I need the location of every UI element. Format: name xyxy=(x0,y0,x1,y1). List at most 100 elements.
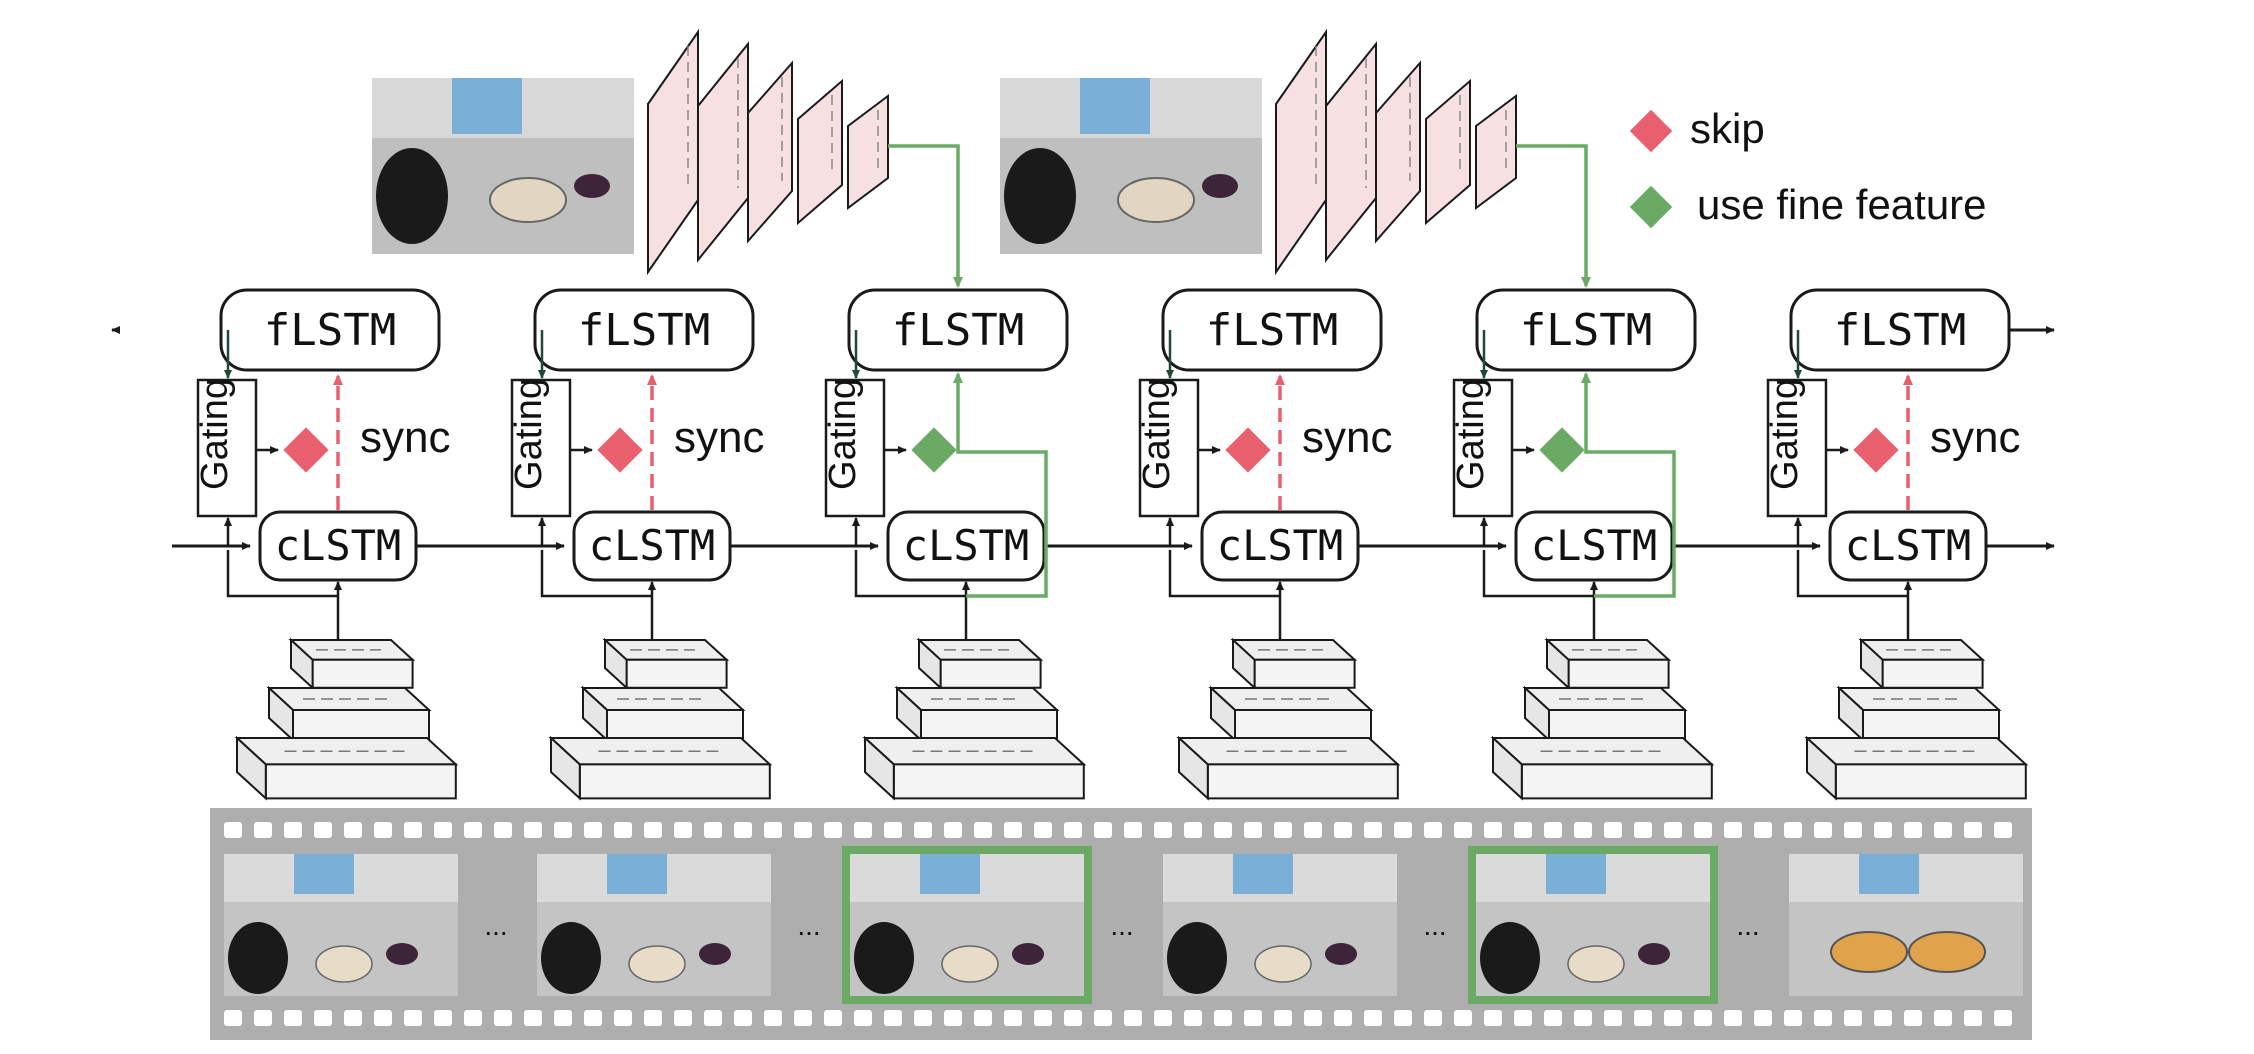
film-perforation xyxy=(884,822,902,838)
film-perforation xyxy=(1724,1010,1742,1026)
skip-marker xyxy=(597,427,643,473)
fine-input-thumbnail xyxy=(372,78,634,254)
coarse-cnn-slab-small xyxy=(1230,637,1358,691)
fine-cnn-group xyxy=(372,28,1591,288)
film-perforation xyxy=(1664,822,1682,838)
film-frame xyxy=(1468,846,1718,1004)
film-perforation xyxy=(1604,1010,1622,1026)
coarse-cnn-slab-medium xyxy=(1208,685,1374,743)
film-perforation xyxy=(1754,822,1772,838)
frame-ellipsis: ... xyxy=(484,910,507,941)
film-perforation xyxy=(1874,822,1892,838)
film-perforation xyxy=(944,822,962,838)
film-frame xyxy=(1163,854,1397,996)
film-perforation xyxy=(314,1010,332,1026)
film-perforation xyxy=(644,1010,662,1026)
film-perforation xyxy=(254,1010,272,1026)
coarse-loop-line xyxy=(1482,550,1594,598)
gating-label: Gating xyxy=(194,378,236,490)
film-perforation xyxy=(434,822,452,838)
film-perforation xyxy=(674,822,692,838)
film-perforation xyxy=(1694,1010,1712,1026)
film-perforation xyxy=(1514,1010,1532,1026)
film-perforation xyxy=(1994,822,2012,838)
fine-lstm-box xyxy=(219,288,441,372)
selected-frame-border xyxy=(842,846,1092,1004)
coarse-cnn-slab-small xyxy=(602,637,730,691)
thumbnail-mixer xyxy=(1004,148,1076,244)
coarse-cnn-slab-large xyxy=(1490,735,1715,801)
coarse-cnn-slab-large xyxy=(548,735,773,801)
coarse-lstm-box xyxy=(1514,510,1674,582)
film-perforation xyxy=(1484,1010,1502,1026)
film-perforation xyxy=(1934,1010,1952,1026)
fine-legend-icon xyxy=(1629,185,1673,229)
coarse-lstm-label: cLSTM xyxy=(1217,521,1343,570)
film-perforation xyxy=(344,822,362,838)
film-perforation xyxy=(764,822,782,838)
film-perforation xyxy=(1034,1010,1052,1026)
film-perforation xyxy=(1574,1010,1592,1026)
fine-state-path xyxy=(953,372,1048,598)
fine-lstm-box xyxy=(1789,288,2011,372)
frame-ellipsis: ... xyxy=(1423,910,1446,941)
film-frame xyxy=(537,854,771,996)
film-perforation xyxy=(1214,1010,1232,1026)
film-perforation xyxy=(884,1010,902,1026)
gating-box xyxy=(1138,378,1200,518)
film-perforation xyxy=(1304,822,1322,838)
film-perforation xyxy=(1904,1010,1922,1026)
film-perforation xyxy=(974,822,992,838)
film-perforation xyxy=(224,822,242,838)
fine-lstm-label: fLSTM xyxy=(1520,305,1652,356)
film-perforation xyxy=(1634,1010,1652,1026)
fine-lstm-label: fLSTM xyxy=(1834,305,1966,356)
film-perforation xyxy=(374,822,392,838)
film-perforation xyxy=(1274,1010,1292,1026)
gating-box xyxy=(510,378,572,518)
film-perforation xyxy=(1154,1010,1172,1026)
film-perforation xyxy=(1844,822,1862,838)
film-perforation xyxy=(614,1010,632,1026)
film-perforation xyxy=(1514,822,1532,838)
frame-person xyxy=(920,854,980,894)
fine-lstm-label: fLSTM xyxy=(578,305,710,356)
gating-label: Gating xyxy=(1764,378,1806,490)
frame-cake xyxy=(1908,931,1986,973)
frame-cup xyxy=(386,943,418,965)
film-perforation xyxy=(1574,822,1592,838)
fine-state-path xyxy=(1581,372,1676,598)
sync-label: sync xyxy=(674,413,764,462)
coarse-cnn-slab-large xyxy=(862,735,1087,801)
film-perforation xyxy=(1814,1010,1832,1026)
film-perforation xyxy=(224,1010,242,1026)
selected-frame-border xyxy=(1468,846,1718,1004)
thumbnail-person xyxy=(1080,78,1150,134)
fine-cnn-slice xyxy=(847,94,889,210)
film-perforation xyxy=(494,1010,512,1026)
coarse-cnn-slab-small xyxy=(916,637,1044,691)
film-perforation xyxy=(1004,1010,1022,1026)
fine-lstm-label: fLSTM xyxy=(892,305,1024,356)
fine-cnn-slice xyxy=(747,60,793,244)
film-perforation xyxy=(1364,1010,1382,1026)
film-perforation xyxy=(1304,1010,1322,1026)
thumbnail-mixer xyxy=(376,148,448,244)
film-perforation xyxy=(974,1010,992,1026)
film-perforation xyxy=(1964,822,1982,838)
fine-cnn-stack xyxy=(647,28,889,276)
skip-marker xyxy=(283,427,329,473)
film-perforation xyxy=(524,1010,542,1026)
sync-label: sync xyxy=(360,413,450,462)
film-perforation xyxy=(704,1010,722,1026)
film-perforation xyxy=(584,822,602,838)
coarse-cnn-slab-medium xyxy=(1522,685,1688,743)
fine-feature-arrow xyxy=(888,144,963,288)
film-perforation xyxy=(764,1010,782,1026)
film-perforation xyxy=(1904,822,1922,838)
film-perforation xyxy=(1454,1010,1472,1026)
thumbnail-bowl xyxy=(489,177,567,223)
film-perforation xyxy=(1454,822,1472,838)
time-steps: fLSTM cLSTM Gating sync fLSTM cLSTM Gating sync… xyxy=(194,288,2029,801)
coarse-lstm-label: cLSTM xyxy=(589,521,715,570)
